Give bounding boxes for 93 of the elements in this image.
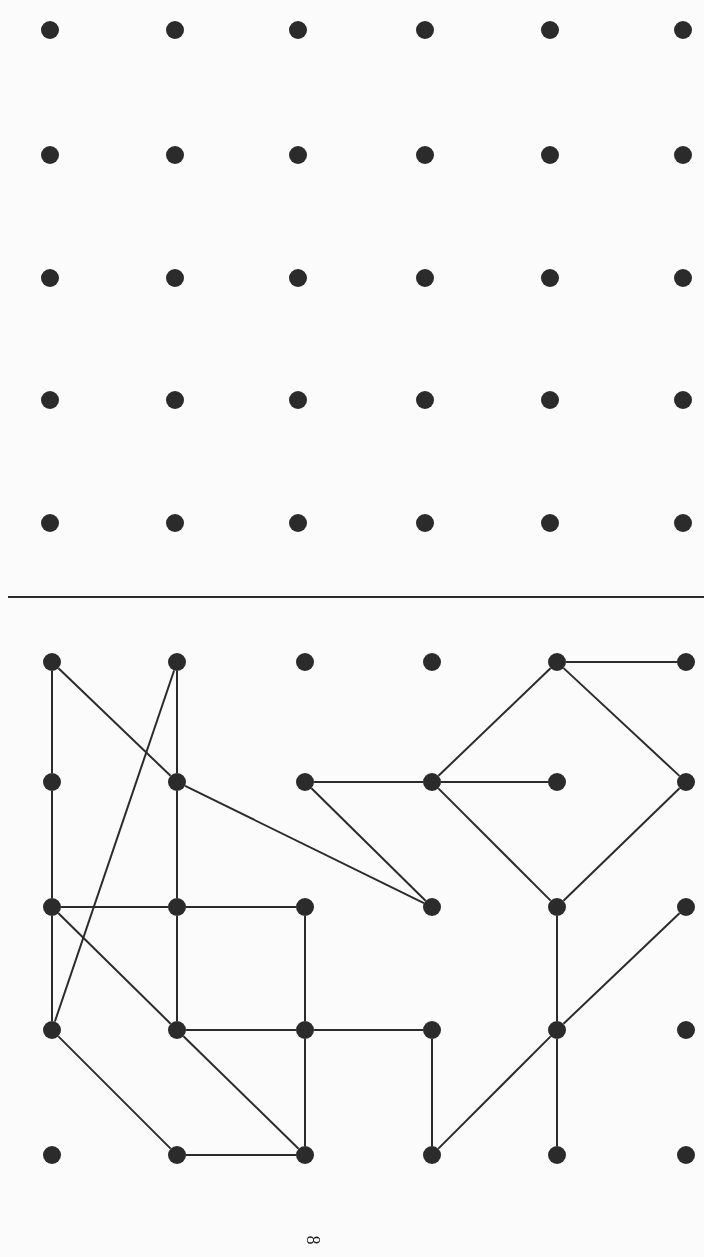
grid-dot [548, 898, 566, 916]
connecting-line [304, 1038, 306, 1147]
grid-dot [423, 898, 441, 916]
grid-dot [43, 773, 61, 791]
grid-dot [677, 653, 695, 671]
grid-dot [43, 898, 61, 916]
grid-dot [416, 269, 434, 287]
connecting-line [57, 667, 172, 777]
grid-dot [541, 391, 559, 409]
grid-dot [423, 653, 441, 671]
connecting-line [185, 1029, 297, 1031]
grid-dot [168, 898, 186, 916]
grid-dot [168, 1146, 186, 1164]
grid-dot [296, 1021, 314, 1039]
grid-dot [166, 21, 184, 39]
grid-dot [43, 1146, 61, 1164]
grid-dot [41, 391, 59, 409]
connecting-line [51, 790, 53, 899]
grid-dot [423, 1021, 441, 1039]
grid-dot [289, 146, 307, 164]
grid-dot [166, 269, 184, 287]
grid-dot [289, 21, 307, 39]
grid-dot [423, 1146, 441, 1164]
grid-dot [289, 391, 307, 409]
grid-dot [43, 1021, 61, 1039]
grid-dot [677, 898, 695, 916]
grid-dot [674, 514, 692, 532]
connecting-line [57, 912, 172, 1025]
connecting-line [176, 915, 178, 1022]
grid-dot [541, 21, 559, 39]
grid-dot [674, 391, 692, 409]
connecting-line [562, 912, 681, 1025]
connecting-line [437, 667, 552, 777]
grid-dot [289, 514, 307, 532]
page-number: 8 [302, 1235, 323, 1245]
grid-dot [541, 269, 559, 287]
grid-dot [289, 269, 307, 287]
grid-dot [168, 653, 186, 671]
grid-dot [41, 514, 59, 532]
grid-dot [296, 1146, 314, 1164]
grid-dot [541, 146, 559, 164]
grid-dot [41, 146, 59, 164]
grid-dot [548, 1146, 566, 1164]
grid-dot [166, 391, 184, 409]
connecting-line [182, 1035, 300, 1150]
grid-dot [168, 1021, 186, 1039]
grid-dot [296, 898, 314, 916]
connecting-line [556, 915, 558, 1022]
grid-dot [674, 146, 692, 164]
grid-dot [674, 269, 692, 287]
connecting-line [313, 781, 424, 783]
grid-dot [416, 514, 434, 532]
connecting-line [440, 781, 549, 783]
connecting-line [556, 1038, 558, 1147]
connecting-line [185, 1154, 297, 1156]
connecting-line [176, 670, 178, 774]
grid-dot [548, 653, 566, 671]
connecting-line [310, 787, 427, 902]
grid-dot [166, 514, 184, 532]
connecting-line [53, 669, 176, 1023]
connecting-line [57, 1035, 172, 1150]
grid-dot [41, 21, 59, 39]
connecting-line [431, 1038, 433, 1147]
grid-dot [296, 773, 314, 791]
grid-dot [674, 21, 692, 39]
connecting-line [304, 915, 306, 1022]
connecting-line [185, 906, 297, 908]
grid-dot [423, 773, 441, 791]
connecting-line [562, 787, 681, 902]
grid-dot [548, 773, 566, 791]
connecting-line [60, 906, 169, 908]
grid-dot [677, 1146, 695, 1164]
connecting-line [565, 661, 678, 663]
grid-dot [677, 1021, 695, 1039]
grid-dot [416, 391, 434, 409]
grid-dot [541, 514, 559, 532]
connecting-line [313, 1029, 424, 1031]
grid-dot [166, 146, 184, 164]
connecting-line [51, 670, 53, 774]
grid-dot [41, 269, 59, 287]
grid-dot [677, 773, 695, 791]
grid-dot [416, 146, 434, 164]
connecting-line [437, 1035, 552, 1150]
connecting-line [437, 787, 552, 902]
grid-dot [548, 1021, 566, 1039]
grid-dot [43, 653, 61, 671]
grid-dot [168, 773, 186, 791]
connecting-line [176, 790, 178, 899]
connecting-line [562, 667, 681, 777]
grid-dot [296, 653, 314, 671]
grid-dot [416, 21, 434, 39]
connecting-line [51, 915, 53, 1022]
connecting-line [184, 784, 425, 905]
